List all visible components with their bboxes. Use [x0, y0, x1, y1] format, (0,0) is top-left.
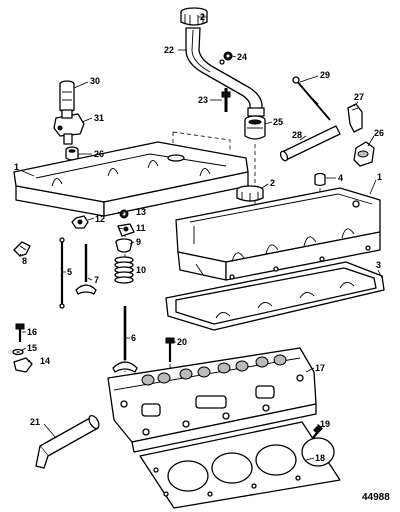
- callout-3: 3: [376, 260, 381, 270]
- callout-11: 11: [136, 223, 146, 233]
- valve-springs-row: [141, 354, 287, 386]
- callout-2-mid: 2: [270, 178, 275, 188]
- callout-29: 29: [320, 70, 330, 80]
- callout-26-right: 26: [374, 128, 384, 138]
- bracket: [13, 357, 33, 373]
- callout-27: 27: [354, 92, 364, 102]
- callout-14: 14: [40, 356, 50, 366]
- leader-lines: [19, 16, 383, 461]
- pushrod: [59, 237, 65, 309]
- valve-cover-gasket: [165, 261, 385, 331]
- figure-number: 44988: [362, 492, 390, 503]
- head-gasket: [139, 421, 341, 509]
- vent-hose: [279, 125, 341, 162]
- callout-25: 25: [273, 117, 283, 127]
- oil-filler-cap-mid: [236, 185, 264, 202]
- stud: [221, 88, 231, 112]
- vent-fitting: [53, 109, 85, 145]
- valve-cover-left: [13, 141, 249, 217]
- callout-1-left: 1: [14, 162, 19, 172]
- flame-arrestor-rod: [292, 76, 331, 121]
- callout-18: 18: [315, 453, 325, 463]
- grommet-left: [65, 146, 79, 161]
- callout-19: 19: [320, 419, 330, 429]
- head-bolt-center: [165, 337, 175, 362]
- callout-2-top: 2: [200, 12, 205, 22]
- callout-1-right: 1: [377, 172, 382, 182]
- callout-31: 31: [94, 113, 104, 123]
- callout-21: 21: [30, 417, 40, 427]
- callout-13: 13: [136, 207, 146, 217]
- callout-4: 4: [338, 173, 343, 183]
- valve-spring: [114, 256, 134, 284]
- callout-8: 8: [22, 256, 27, 266]
- callout-22: 22: [164, 45, 174, 55]
- callout-7: 7: [94, 275, 99, 285]
- rocker-arm: [117, 223, 135, 237]
- cylinder-head: [107, 347, 317, 453]
- washer: [12, 348, 24, 356]
- rocker-arm-nut: [71, 215, 89, 229]
- valve-spring-cap: [115, 238, 133, 253]
- valve-center: [112, 306, 138, 373]
- valve-left: [75, 244, 97, 295]
- callout-24: 24: [237, 52, 247, 62]
- callout-9: 9: [136, 237, 141, 247]
- tube-assembly: [35, 414, 100, 469]
- callout-26-left: 26: [94, 149, 104, 159]
- nut: [223, 51, 233, 61]
- callout-5: 5: [67, 267, 72, 277]
- oil-filler-cap-top: [180, 7, 208, 26]
- callout-labels: 2 22 24 23 25 29 27 28 26 30 31 26 1 2 4…: [14, 12, 390, 503]
- callout-23: 23: [198, 95, 208, 105]
- callout-6: 6: [131, 333, 136, 343]
- bolt-left: [15, 323, 25, 342]
- callout-20: 20: [177, 337, 187, 347]
- callout-28: 28: [292, 130, 302, 140]
- vent-elbow: [347, 103, 363, 133]
- grommet-right: [244, 115, 266, 140]
- callout-30: 30: [90, 76, 100, 86]
- callout-15: 15: [27, 343, 37, 353]
- cover-grommet: [314, 172, 326, 187]
- grommet-right-cover: [353, 141, 375, 167]
- guide-clip: [13, 241, 31, 257]
- callout-10: 10: [136, 265, 146, 275]
- callout-12: 12: [95, 214, 105, 224]
- callout-17: 17: [315, 363, 325, 373]
- callout-16: 16: [27, 327, 37, 337]
- valve-cover-right: [175, 187, 381, 281]
- pcv-valve: [59, 80, 75, 113]
